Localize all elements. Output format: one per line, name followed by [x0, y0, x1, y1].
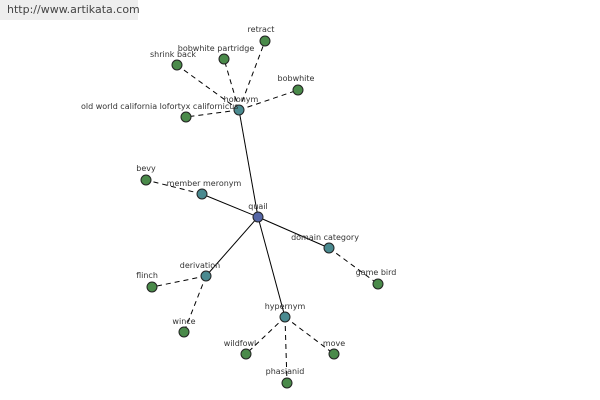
- edge-quail-to-member-meronym: [201, 193, 259, 218]
- node-label-quail: quail: [248, 202, 268, 211]
- node-domain-category[interactable]: [323, 242, 335, 254]
- node-label-shrink-back: shrink back: [150, 50, 196, 59]
- edge-member-meronym-to-bevy: [145, 179, 203, 195]
- edge-layer: [145, 40, 379, 384]
- node-shrink-back[interactable]: [171, 59, 183, 71]
- node-flinch[interactable]: [146, 281, 158, 293]
- node-label-holonym: holonym: [224, 95, 259, 104]
- edge-derivation-to-wince: [183, 275, 207, 333]
- label-layer: quail holonym member meronym domain categor…: [81, 25, 396, 376]
- node-phasianid[interactable]: [281, 377, 293, 389]
- node-label-flinch: flinch: [136, 271, 158, 280]
- node-label-wince: wince: [172, 317, 195, 326]
- edge-holonym-to-retract: [238, 40, 266, 111]
- node-bevy[interactable]: [140, 174, 152, 186]
- node-holonym[interactable]: [233, 104, 245, 116]
- node-bobwhite[interactable]: [292, 84, 304, 96]
- node-label-wildfowl: wildfowl: [224, 339, 257, 348]
- node-label-retract: retract: [248, 25, 275, 34]
- node-hypernym[interactable]: [279, 311, 291, 323]
- node-label-derivation: derivation: [180, 261, 220, 270]
- edge-domain-category-to-game-bird: [328, 247, 379, 285]
- node-label-phasianid: phasianid: [266, 367, 305, 376]
- node-label-move: move: [323, 339, 345, 348]
- node-quail[interactable]: [252, 211, 264, 223]
- node-label-bevy: bevy: [136, 164, 156, 173]
- edge-quail-to-holonym: [238, 109, 259, 218]
- edge-hypernym-to-phasianid: [284, 316, 288, 384]
- edge-quail-to-derivation: [205, 216, 259, 277]
- node-label-bobwhite-partridge: bobwhite partridge: [178, 44, 255, 53]
- watermark-url: http://www.artikata.com: [0, 0, 140, 20]
- edge-holonym-to-old-world: [185, 109, 240, 118]
- node-layer: [140, 35, 384, 389]
- node-label-bobwhite: bobwhite: [278, 74, 315, 83]
- edge-hypernym-to-wildfowl: [245, 316, 286, 355]
- node-wince[interactable]: [178, 326, 190, 338]
- edge-quail-to-hypernym: [257, 216, 286, 318]
- node-label-game-bird: game bird: [356, 268, 397, 277]
- node-member-meronym[interactable]: [196, 188, 208, 200]
- edge-derivation-to-flinch: [151, 275, 207, 288]
- node-bobwhite-partridge[interactable]: [218, 53, 230, 65]
- edge-hypernym-to-move: [284, 316, 335, 355]
- node-old-world[interactable]: [180, 111, 192, 123]
- node-label-hypernym: hypernym: [265, 302, 306, 311]
- node-label-old-world: old world california lofortyx californic…: [81, 102, 238, 111]
- edge-holonym-to-bobwhite: [238, 89, 299, 111]
- node-move[interactable]: [328, 348, 340, 360]
- node-game-bird[interactable]: [372, 278, 384, 290]
- node-label-member-meronym: member meronym: [167, 179, 242, 188]
- node-label-domain-category: domain category: [291, 233, 359, 242]
- edge-holonym-to-shrink-back: [176, 64, 240, 111]
- node-derivation[interactable]: [200, 270, 212, 282]
- edge-quail-to-domain-category: [257, 216, 330, 249]
- node-wildfowl[interactable]: [240, 348, 252, 360]
- node-retract[interactable]: [259, 35, 271, 47]
